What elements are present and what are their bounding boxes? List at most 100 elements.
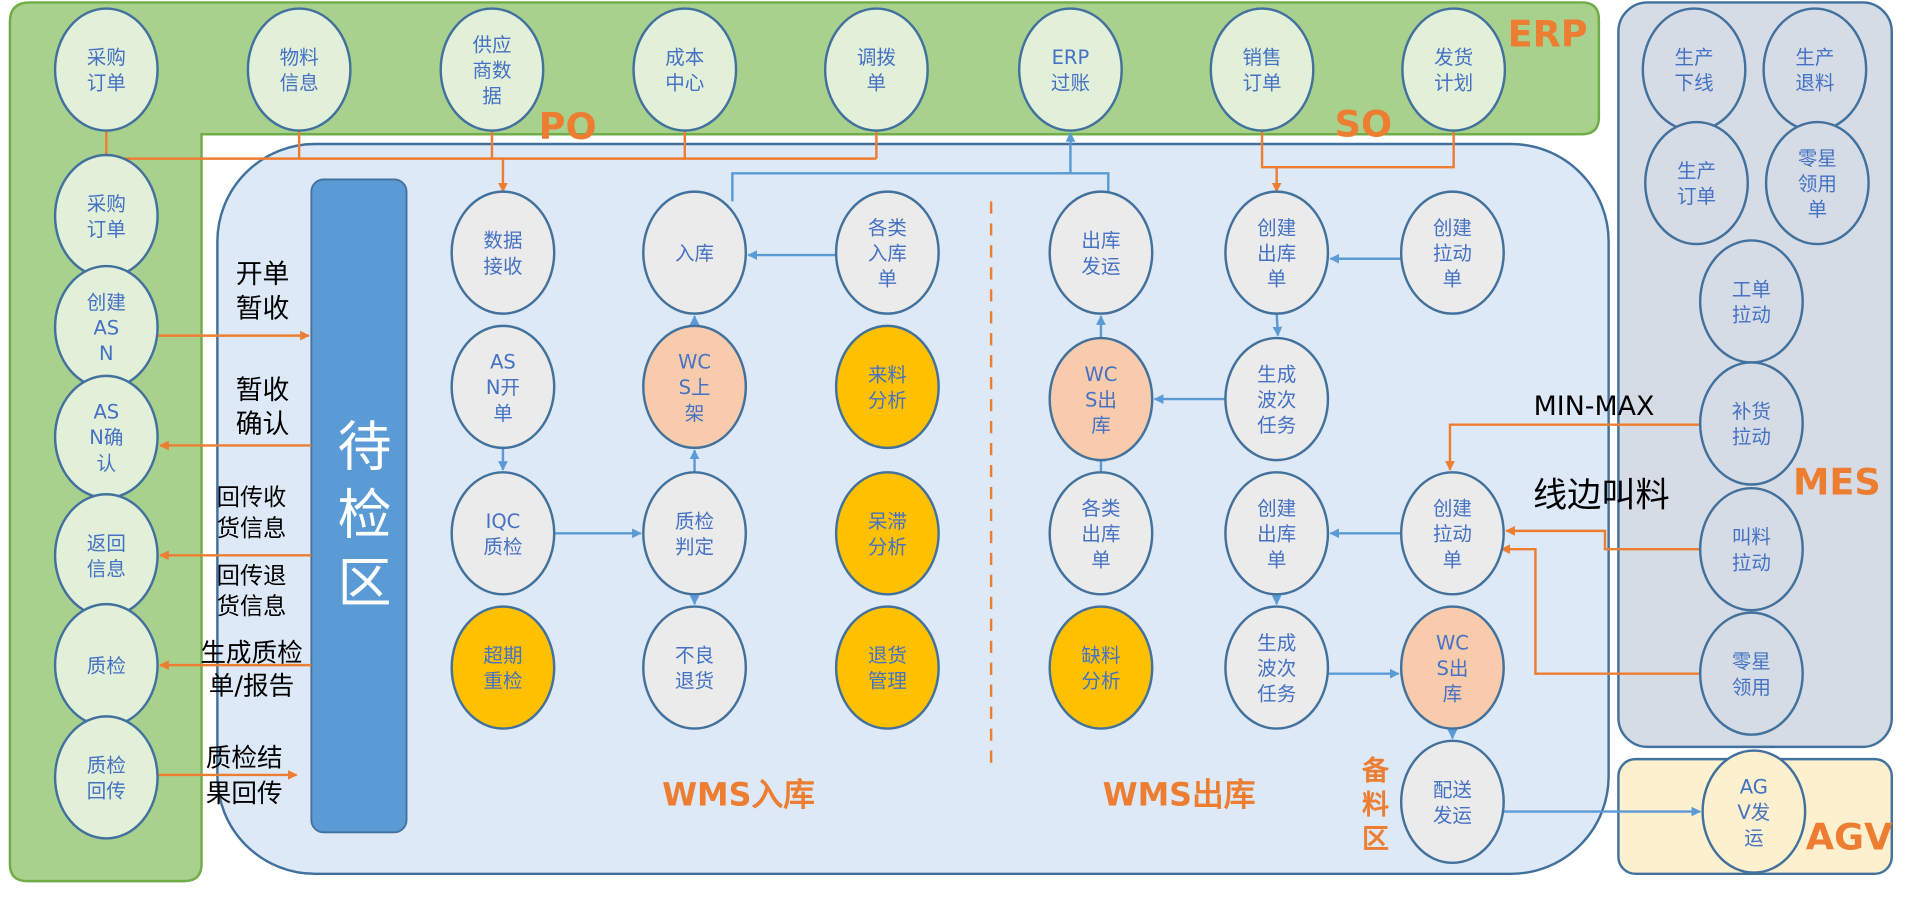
node-shape [1224, 605, 1330, 730]
node-shape [1048, 471, 1154, 596]
node-label: 单 [1808, 198, 1828, 221]
node-label: 超期 [483, 644, 522, 667]
node-label: 信息 [280, 72, 319, 95]
node-shape [450, 605, 556, 730]
inbound-to-erp-post-arrow [731, 132, 1076, 202]
node-label: WC [678, 351, 711, 374]
node-shape [1399, 471, 1505, 596]
return-return-info-label: 回传退 [217, 562, 287, 589]
node-label: 调拨 [857, 46, 896, 69]
node-shape [642, 324, 748, 450]
node-shape [53, 715, 159, 840]
node-label: 配送 [1433, 778, 1472, 801]
node-label: 数据 [483, 229, 522, 252]
node-label: 订单 [87, 218, 126, 241]
node-l-qc[interactable]: 质检 [53, 602, 159, 728]
node-label: 物料 [280, 46, 319, 69]
node-label: 单 [493, 402, 513, 425]
node-label: 任务 [1257, 683, 1296, 706]
min-max-label: MIN-MAX [1534, 391, 1655, 422]
generate-qc-label: 生成质检 [200, 638, 302, 668]
node-label: IQC [486, 510, 521, 533]
node-label: V发 [1737, 801, 1770, 824]
outbound-to-erp-post-line [1061, 172, 1110, 196]
node-label: 拉动 [1732, 304, 1771, 327]
node-label: 生产 [1677, 160, 1716, 183]
call-pull-arrow [1505, 525, 1701, 551]
node-shape [834, 471, 940, 596]
node-shape [450, 471, 556, 596]
node-label: S出 [1085, 388, 1117, 411]
node-label: 呆滞 [868, 510, 907, 533]
return-return-info-label: 货信息 [217, 593, 287, 620]
so-label: SO [1335, 103, 1393, 146]
node-shape [1644, 120, 1749, 246]
node-label: 采购 [87, 46, 126, 69]
node-shape [1698, 239, 1804, 364]
node-label: 单 [867, 72, 887, 95]
node-label: 零星 [1732, 650, 1771, 673]
node-shape [834, 605, 940, 730]
node-label: 波次 [1257, 388, 1296, 411]
node-erp-transfer[interactable]: 调拨单 [823, 7, 929, 132]
node-in-stock[interactable]: 入库 [642, 190, 748, 315]
node-label: 下线 [1675, 72, 1714, 95]
node-label: 退货 [868, 644, 907, 667]
node-label: AG [1740, 775, 1768, 798]
replenish-pull-arrow [1445, 423, 1701, 471]
node-label: 生成 [1257, 363, 1296, 386]
node-label: ERP [1052, 46, 1090, 69]
node-label: 库 [1091, 414, 1111, 437]
node-label: N [99, 342, 114, 365]
node-label: 创建 [87, 291, 126, 314]
node-label: 中心 [665, 72, 704, 95]
node-label: 判定 [675, 535, 714, 558]
node-label: 补货 [1732, 400, 1771, 423]
